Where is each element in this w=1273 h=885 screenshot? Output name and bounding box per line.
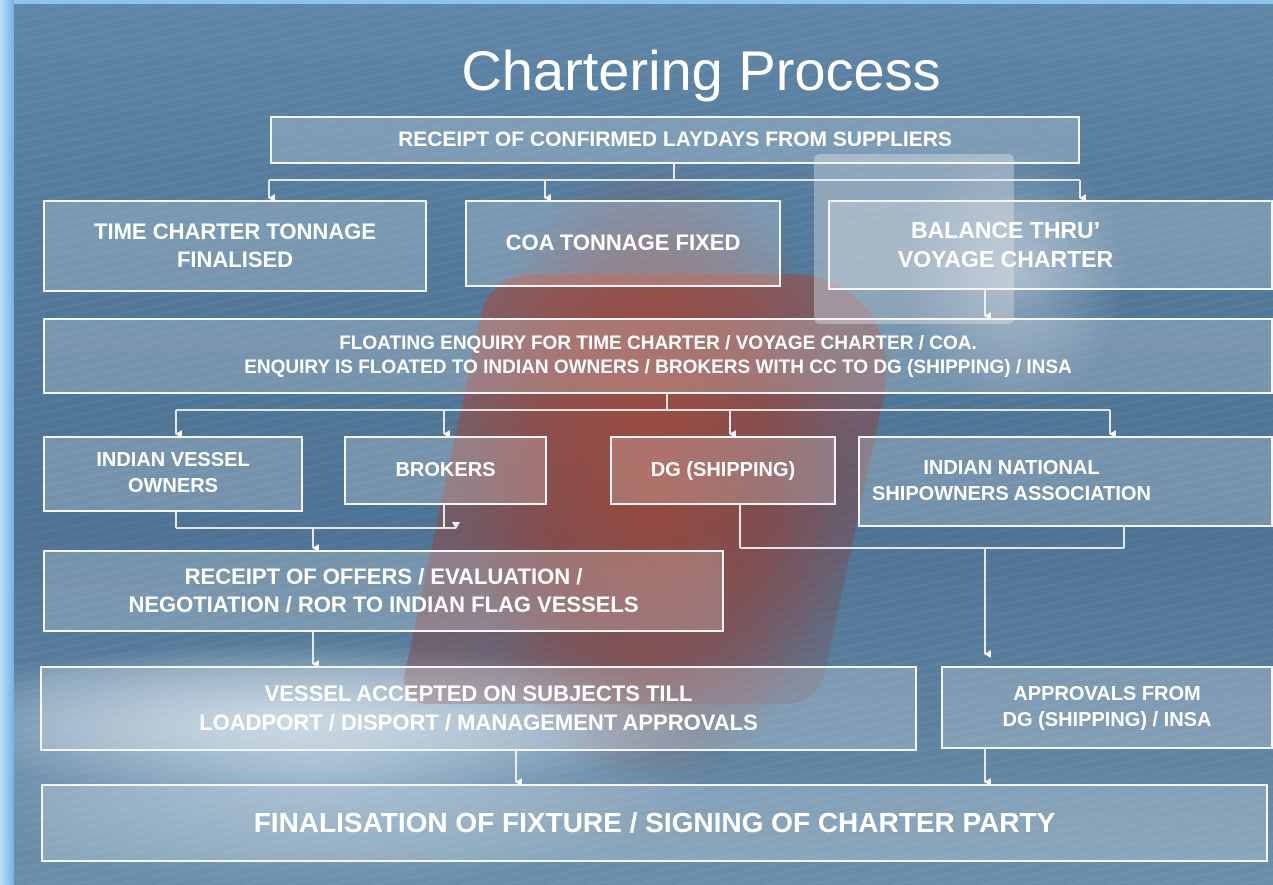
slide-left-border	[0, 0, 14, 885]
node-indian-vessel-owners: INDIAN VESSEL OWNERS	[43, 436, 303, 512]
node-receipt-offers: RECEIPT OF OFFERS / EVALUATION / NEGOTIA…	[43, 550, 724, 632]
node-enquiry-line-2: ENQUIRY IS FLOATED TO INDIAN OWNERS / BR…	[244, 357, 1072, 378]
node-offers-line-1: RECEIPT OF OFFERS / EVALUATION /	[184, 563, 583, 589]
node-balance-line-2: VOYAGE CHARTER	[897, 246, 1114, 272]
node-time-charter-line-1: TIME CHARTER TONNAGE	[94, 218, 376, 244]
node-approvals-line-1: APPROVALS FROM	[1013, 682, 1201, 705]
node-indian-national-shipowners: INDIAN NATIONAL SHIPOWNERS ASSOCIATION	[858, 436, 1273, 527]
node-receipt-laydays-label: RECEIPT OF CONFIRMED LAYDAYS FROM SUPPLI…	[398, 127, 952, 151]
ship-bridge	[814, 154, 1014, 324]
node-receipt-laydays: RECEIPT OF CONFIRMED LAYDAYS FROM SUPPLI…	[270, 116, 1080, 164]
node-floating-enquiry: FLOATING ENQUIRY FOR TIME CHARTER / VOYA…	[43, 318, 1273, 394]
node-brokers: BROKERS	[344, 436, 547, 505]
node-enquiry-line-1: FLOATING ENQUIRY FOR TIME CHARTER / VOYA…	[339, 332, 977, 354]
slide-background	[14, 4, 1273, 885]
node-dg-shipping: DG (SHIPPING)	[610, 436, 836, 505]
node-balance-voyage: BALANCE THRU’ VOYAGE CHARTER	[828, 200, 1273, 290]
node-fixture-label: FINALISATION OF FIXTURE / SIGNING OF CHA…	[253, 807, 1056, 839]
node-vessel-accepted: VESSEL ACCEPTED ON SUBJECTS TILL LOADPOR…	[40, 666, 917, 751]
slide-title: Chartering Process	[461, 39, 941, 102]
node-accepted-line-1: VESSEL ACCEPTED ON SUBJECTS TILL	[264, 681, 693, 707]
node-insa-line-2: SHIPOWNERS ASSOCIATION	[872, 482, 1151, 505]
node-accepted-line-2: LOADPORT / DISPORT / MANAGEMENT APPROVAL…	[199, 709, 758, 735]
node-owners-line-1: INDIAN VESSEL	[96, 449, 250, 472]
node-balance-line-1: BALANCE THRU’	[910, 216, 1101, 243]
node-approvals: APPROVALS FROM DG (SHIPPING) / INSA	[941, 666, 1273, 749]
node-finalisation-fixture: FINALISATION OF FIXTURE / SIGNING OF CHA…	[41, 784, 1268, 862]
node-coa-tonnage: COA TONNAGE FIXED	[465, 200, 781, 287]
node-time-charter: TIME CHARTER TONNAGE FINALISED	[43, 200, 427, 292]
node-insa-line-1: INDIAN NATIONAL	[923, 456, 1100, 479]
node-coa-tonnage-label: COA TONNAGE FIXED	[505, 230, 741, 256]
node-brokers-label: BROKERS	[395, 458, 496, 481]
node-owners-line-2: OWNERS	[127, 475, 218, 497]
node-time-charter-line-2: FINALISED	[176, 247, 294, 272]
node-approvals-line-2: DG (SHIPPING) / INSA	[1002, 708, 1212, 731]
node-offers-line-2: NEGOTIATION / ROR TO INDIAN FLAG VESSELS	[128, 592, 639, 617]
node-dg-shipping-label: DG (SHIPPING)	[650, 458, 796, 481]
